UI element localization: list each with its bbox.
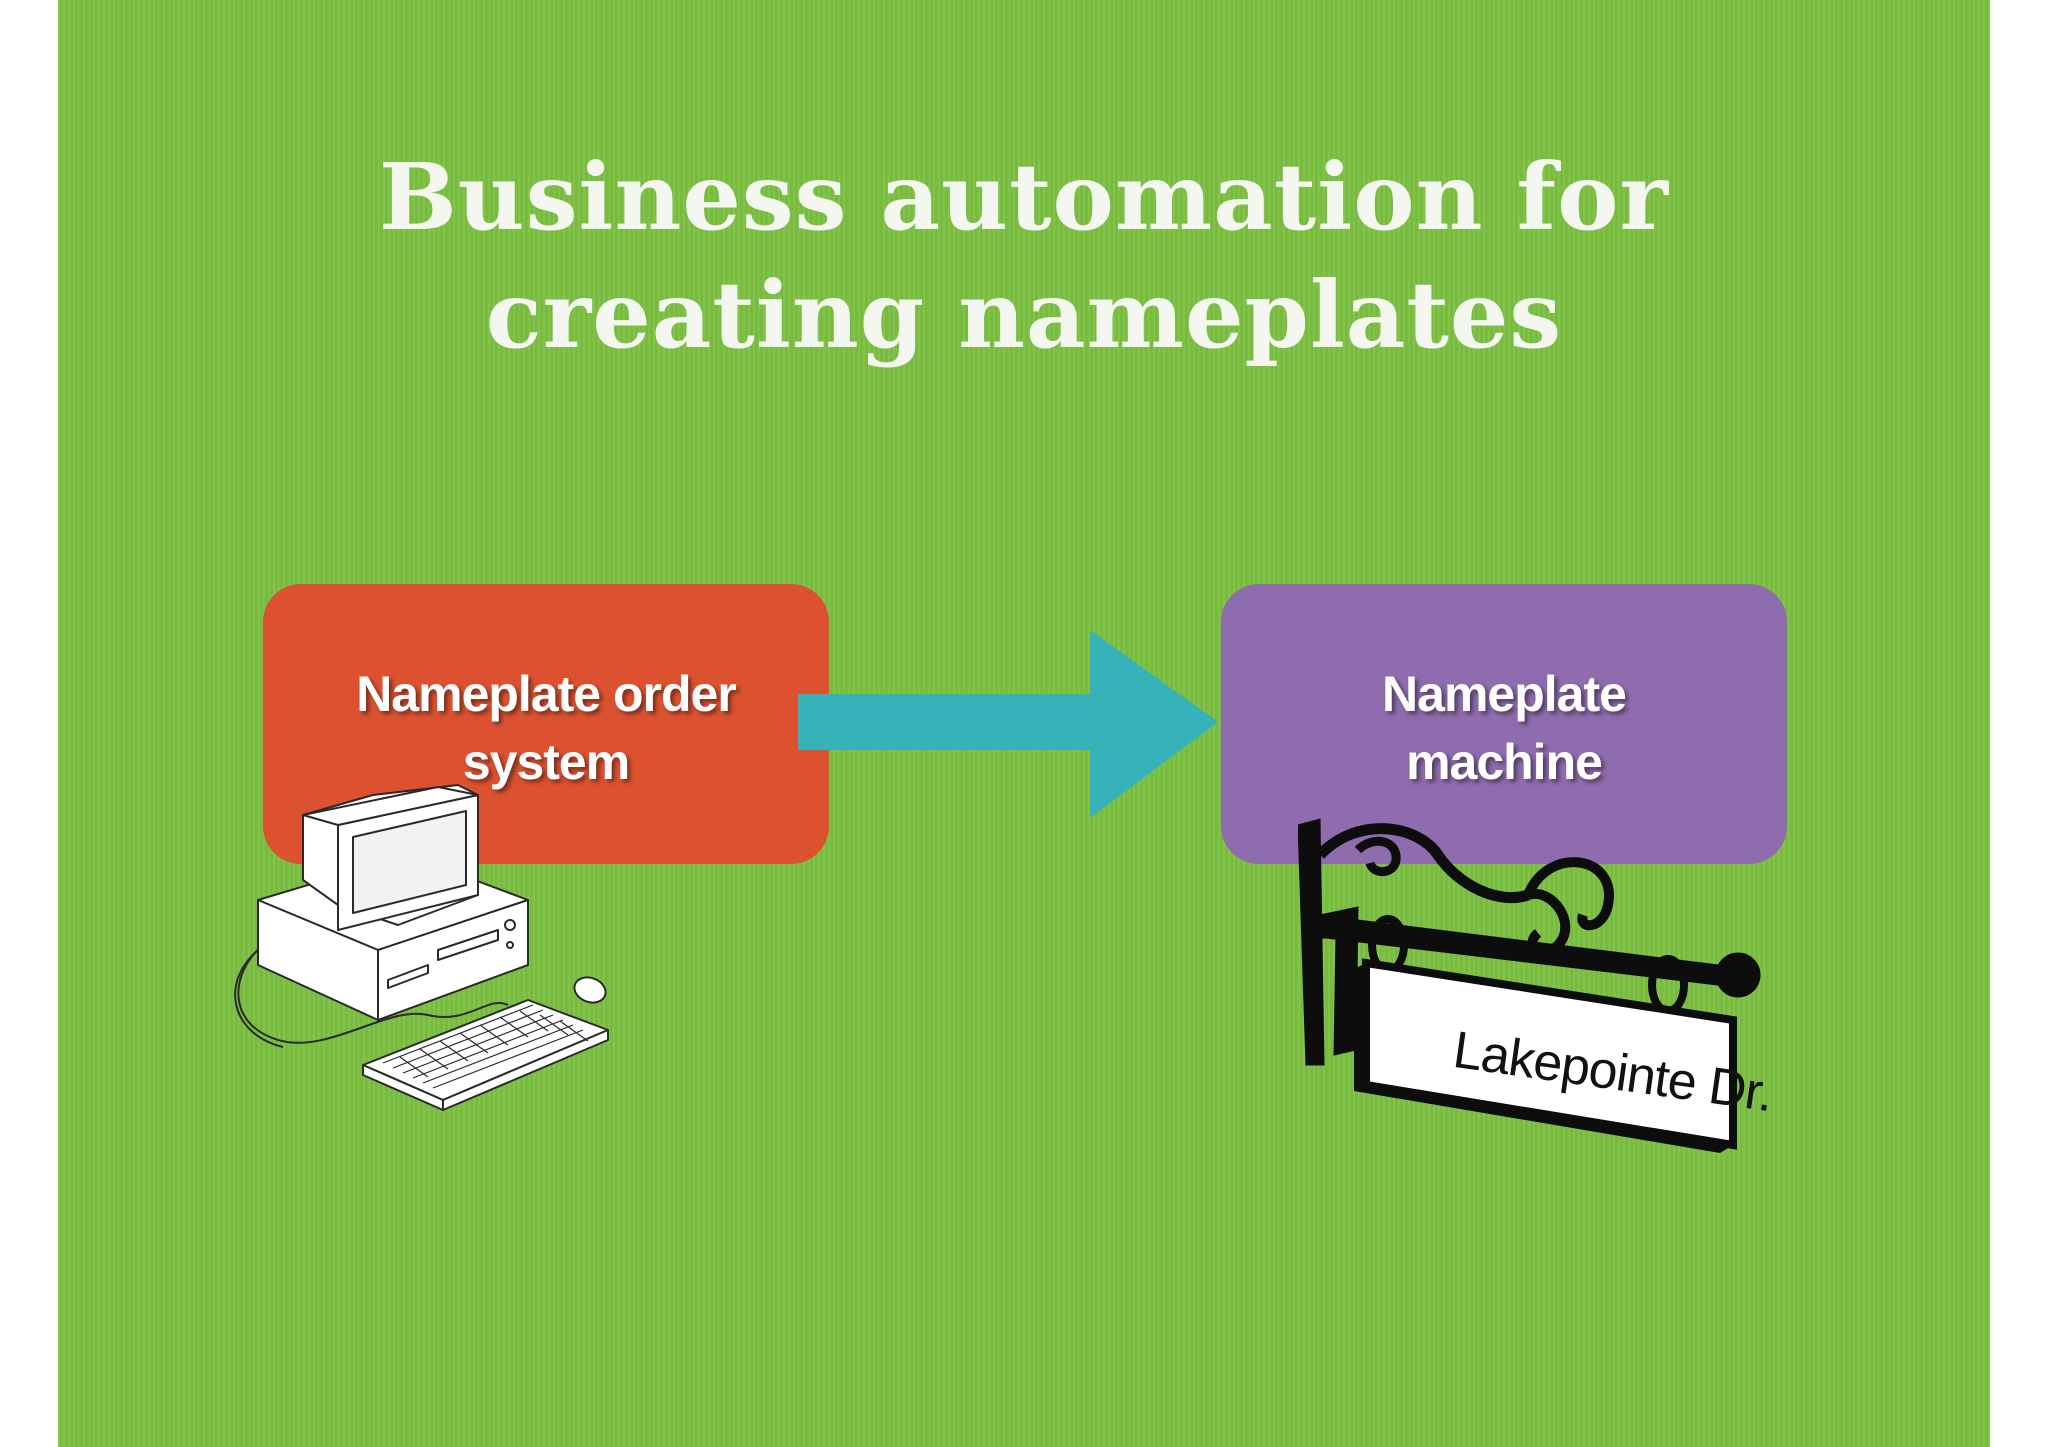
hanging-street-sign-icon [1298, 818, 1761, 1153]
desktop-computer-icon [234, 784, 609, 1111]
order-system-label-line-1: Nameplate order [356, 666, 737, 722]
machine-label-line-1: Nameplate [1382, 666, 1627, 722]
machine-label-line-2: machine [1406, 734, 1603, 790]
title-line-2: creating nameplates [485, 261, 1563, 369]
machine-label: Nameplate machine [1382, 660, 1627, 796]
title-line-1: Business automation for [379, 143, 1669, 251]
order-system-label-line-2: system [462, 734, 630, 790]
slide-background: Business automation for creating namepla… [58, 0, 1990, 1447]
order-system-label: Nameplate order system [356, 660, 737, 796]
nameplate-machine-box: Nameplate machine [1221, 584, 1787, 864]
slide-title: Business automation for creating namepla… [58, 138, 1990, 374]
flow-arrow [798, 630, 1218, 818]
